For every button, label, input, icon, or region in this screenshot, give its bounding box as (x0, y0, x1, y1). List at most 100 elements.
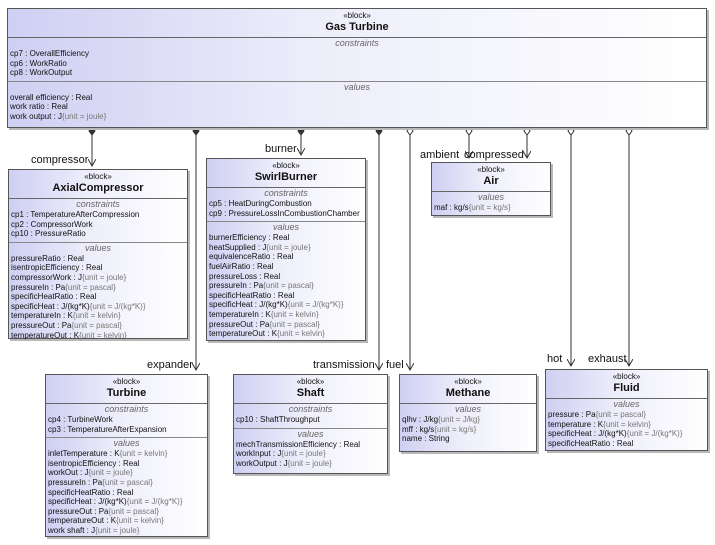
value-row: pressureIn : Pa{unit = pascal} (9, 283, 187, 293)
value-text: work ratio : Real (10, 102, 68, 112)
value-row: mechTransmissionEfficiency : Real (234, 440, 387, 450)
value-row: pressureIn : Pa{unit = pascal} (207, 281, 365, 291)
value-text: temperatureIn : K (11, 311, 73, 321)
value-row: temperatureOut : K{unit = kelvin} (207, 329, 365, 339)
value-row: isentropicEfficiency : Real (46, 459, 207, 469)
values-list: inletTemperature : K{unit = kelvin}isent… (46, 449, 207, 535)
value-row: work output : J{unit = joule} (8, 112, 706, 122)
compartment-title: values (84, 242, 111, 253)
value-text: temperatureIn : K (209, 309, 271, 319)
value-text: compressorWork : J (11, 272, 82, 282)
value-text: mff : kg/s (402, 424, 435, 434)
role-label-compressor: compressor (31, 154, 89, 166)
value-text: specificHeat : J/(kg*K) (548, 429, 627, 439)
composite-diamond (88, 126, 96, 136)
value-unit: {unit = J/kg} (438, 415, 481, 424)
block-swirl-burner[interactable]: «block» SwirlBurner constraints cp5 : He… (206, 158, 366, 341)
values-compartment: values mechTransmissionEfficiency : Real… (234, 429, 387, 472)
block-air[interactable]: «block» Air values maf : kg/s{unit = kg/… (431, 162, 551, 216)
block-shaft[interactable]: «block» Shaft constraints cp10 : ShaftTh… (233, 374, 388, 474)
role-label-hot: hot (547, 353, 563, 365)
compartment-title: values (477, 192, 504, 202)
value-row: pressureOut : Pa{unit = pascal} (46, 507, 207, 517)
value-text: pressureOut : Pa (209, 319, 270, 329)
stereotype-label: «block» (477, 165, 505, 174)
values-list: pressure : Pa{unit = pascal}temperature … (546, 410, 707, 448)
block-gas-turbine[interactable]: «block» Gas Turbine constraints cp7 : Ov… (7, 8, 707, 128)
value-unit: {unit = joule} (88, 468, 133, 478)
value-row: qlhv : J/kg{unit = J/kg} (400, 415, 536, 425)
value-text: specificHeatRatio : Real (548, 438, 634, 448)
value-row: pressureLoss : Real (207, 272, 365, 282)
role-label-ambient: ambient (420, 149, 460, 161)
shared-diamond (465, 126, 473, 136)
value-unit: {unit = kelvin} (270, 309, 319, 319)
values-compartment: values inletTemperature : K{unit = kelvi… (46, 438, 207, 538)
block-name: Shaft (296, 387, 325, 399)
composite-diamond (375, 126, 383, 136)
block-methane[interactable]: «block» Methane values qlhv : J/kg{unit … (399, 374, 537, 452)
composite-diamond (192, 126, 200, 136)
stereotype-label: «block» (272, 161, 300, 170)
value-unit: {unit = J/(kg*K)} (626, 429, 683, 439)
value-unit: {unit = kelvin} (603, 419, 651, 429)
value-row: specificHeatRatio : Real (207, 291, 365, 301)
value-row: mff : kg/s{unit = kg/s} (400, 425, 536, 435)
value-text: workInput : J (236, 449, 282, 459)
value-row: specificHeat : J/(kg*K){unit = J/(kg*K)} (207, 300, 365, 310)
compartment-title: values (113, 438, 140, 449)
value-row: maf : kg/s{unit = kg/s} (432, 203, 550, 213)
value-unit: {unit = kelvin} (277, 329, 325, 339)
value-row: temperatureOut : K{unit = kelvin} (9, 331, 187, 341)
block-header: «block» Air (432, 163, 550, 192)
value-unit: {unit = joule} (281, 449, 326, 459)
values-list: maf : kg/s{unit = kg/s} (432, 203, 550, 213)
value-text: work shaft : J (48, 525, 96, 535)
value-row: temperatureOut : K{unit = kelvin} (46, 516, 207, 526)
block-header: «block» AxialCompressor (9, 170, 187, 199)
block-header: «block» Shaft (234, 375, 387, 404)
value-row: isentropicEfficiency : Real (9, 263, 187, 273)
value-text: temperatureOut : K (11, 330, 80, 340)
value-text: temperatureOut : K (48, 516, 117, 526)
value-text: specificHeat : J/(kg*K) (209, 300, 288, 310)
role-label-fuel: fuel (386, 359, 404, 371)
value-text: specificHeat : J/(kg*K) (11, 301, 90, 311)
value-row: pressureRatio : Real (9, 254, 187, 264)
block-name: Air (483, 175, 499, 187)
value-text: pressureLoss : Real (209, 271, 281, 281)
constraint-row: cp4 : TurbineWork (48, 415, 113, 424)
value-row: heatSupplied : J{unit = joule} (207, 243, 365, 253)
value-text: name : String (402, 434, 450, 444)
block-fluid[interactable]: «block» Fluid values pressure : Pa{unit … (545, 369, 708, 451)
value-text: pressureOut : Pa (11, 320, 72, 330)
block-axial-compressor[interactable]: «block» AxialCompressor constraints cp1 … (8, 169, 188, 340)
constraint-row: cp2 : CompressorWork (11, 219, 93, 229)
value-unit: {unit = joule} (81, 272, 127, 282)
value-row: pressureOut : Pa{unit = pascal} (9, 321, 187, 331)
value-unit: {unit = joule} (287, 458, 332, 468)
values-compartment: values maf : kg/s{unit = kg/s} (432, 192, 550, 216)
value-text: fuelAirRatio : Real (209, 261, 274, 271)
value-unit: {unit = kelvin} (79, 330, 127, 340)
value-text: specificHeatRatio : Real (48, 487, 134, 497)
compartment-title: constraints (288, 404, 333, 414)
value-row: inletTemperature : K{unit = kelvin} (46, 449, 207, 459)
block-turbine[interactable]: «block» Turbine constraints cp4 : Turbin… (45, 374, 208, 537)
constraint-row: cp3 : TemperatureAfterExpansion (48, 424, 167, 434)
value-unit: {unit = kelvin} (72, 311, 121, 321)
value-row: fuelAirRatio : Real (207, 262, 365, 272)
role-label-expander: expander (147, 359, 193, 371)
value-row: specificHeat : J/(kg*K){unit = J/(kg*K)} (9, 302, 187, 312)
value-unit: {unit = kelvin} (116, 516, 164, 526)
